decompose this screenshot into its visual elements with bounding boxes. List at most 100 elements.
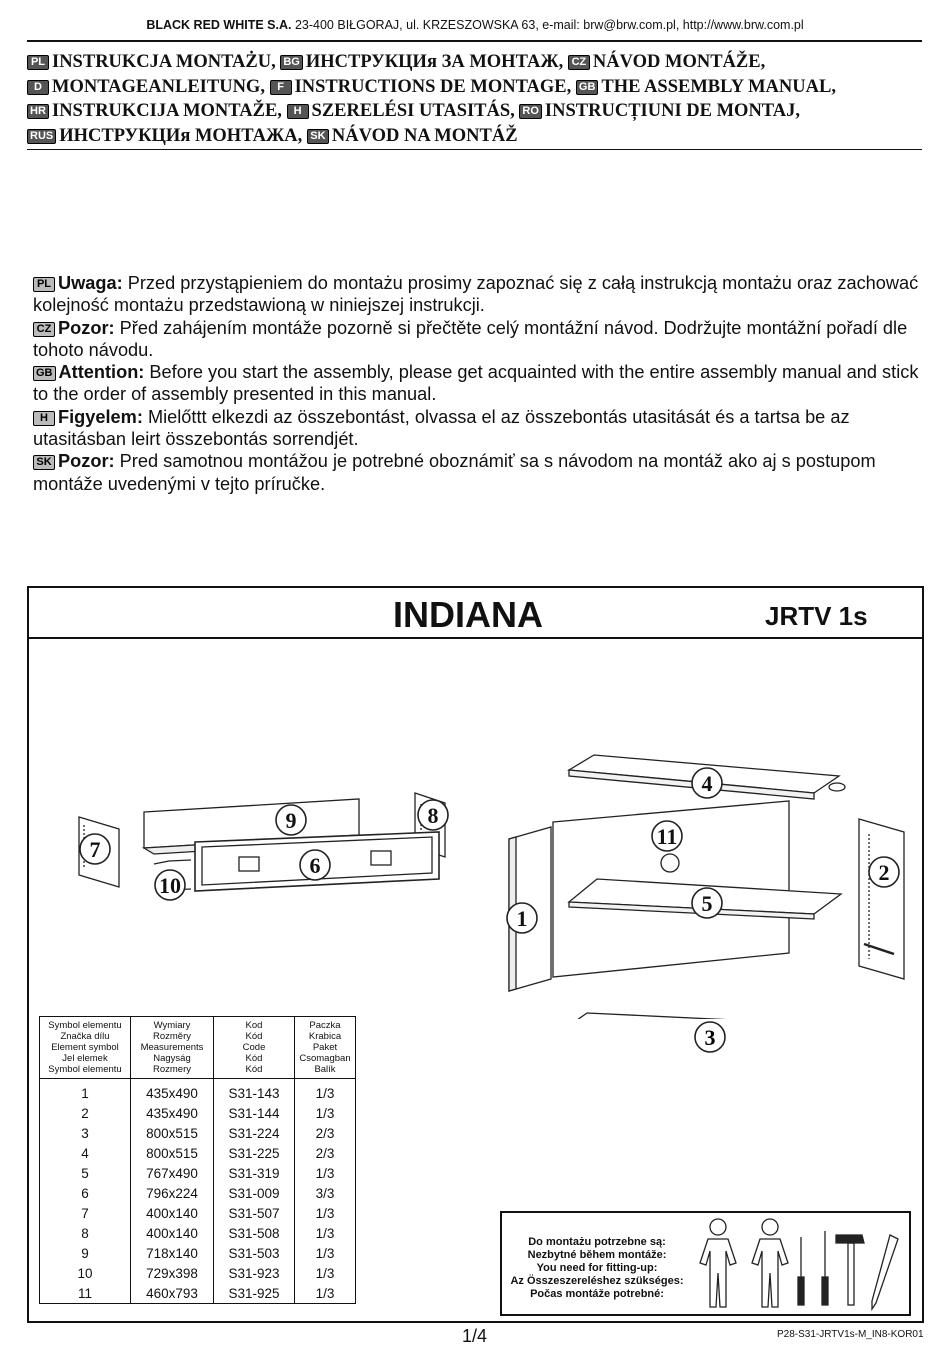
callout-labels: 1 2 4 5 6 7 8 9 10 11	[90, 771, 890, 931]
top-rule	[27, 40, 922, 42]
title-text: ИНСТРУКЦИя ЗА МОНТАЖ,	[305, 52, 564, 72]
company-header: BLACK RED WHITE S.A. 23-400 BIŁGORAJ, ul…	[0, 18, 950, 32]
callout-label: 3	[705, 1025, 716, 1050]
callout-3: 3	[694, 1021, 726, 1053]
tools-line: Počas montáže potrebné:	[530, 1288, 664, 1300]
note-label: Pozor:	[58, 317, 115, 338]
parts-table: Symbol elementu Značka dílu Element symb…	[39, 1016, 356, 1304]
callout-6	[299, 849, 331, 881]
table-cell: 11	[39, 1283, 131, 1304]
table-cell: 1/3	[294, 1103, 356, 1123]
title-text: THE ASSEMBLY MANUAL,	[601, 76, 836, 97]
column-header: Paczka Krabica Paket Csomagban Balík	[294, 1016, 356, 1079]
callout-label: 9	[286, 808, 297, 833]
table-cell: 400x140	[130, 1223, 214, 1243]
title-text: INSTRUKCIJA MONTAŽE,	[52, 101, 282, 121]
table-cell: 1/3	[294, 1243, 356, 1263]
callout-7	[79, 833, 111, 865]
lang-flag: GB	[33, 366, 56, 382]
table-cell: 800x515	[130, 1143, 214, 1163]
note-text: Pred samotnou montážou je potrebné obozn…	[33, 451, 876, 494]
lang-flag: H	[33, 410, 55, 426]
callout-2	[868, 856, 900, 888]
note-text: Před zahájením montáže pozorně si přečtě…	[33, 317, 908, 360]
lang-flag: SK	[306, 128, 329, 144]
lang-flag: CZ	[567, 55, 590, 70]
table-cell: 8	[39, 1223, 131, 1243]
table-cell: 729x398	[130, 1263, 214, 1283]
person-icon	[699, 1218, 737, 1308]
lang-flag: D	[27, 79, 49, 95]
header-text: Wymiary Rozměry Measurements Nagyság Roz…	[140, 1020, 204, 1075]
table-cell: 2/3	[294, 1123, 356, 1143]
note-label: Pozor:	[58, 451, 115, 472]
table-cell: 460x793	[130, 1283, 214, 1304]
lang-flag: PL	[33, 277, 55, 292]
note-text: Przed przystąpieniem do montażu prosimy …	[33, 273, 919, 316]
title-text: NÁVOD MONTÁŽE,	[592, 52, 766, 72]
callout-label: 5	[702, 891, 713, 916]
part-callouts	[79, 767, 900, 934]
note-label: Figyelem:	[58, 406, 143, 427]
callout-5	[691, 887, 723, 919]
callout-10	[154, 869, 186, 901]
product-header: INDIANA JRTV 1s	[29, 588, 922, 639]
table-cell: 1/3	[294, 1283, 356, 1304]
table-cell: 6	[39, 1183, 131, 1203]
table-cell: 400x140	[130, 1203, 214, 1223]
lang-flag: GB	[575, 79, 599, 95]
product-frame: INDIANA JRTV 1s	[27, 586, 924, 1323]
callout-label: 4	[702, 771, 713, 796]
hammer-icon	[835, 1234, 865, 1306]
table-cell: S31-507	[213, 1203, 295, 1223]
screwdriver-icon	[821, 1231, 829, 1306]
part-3-drawing	[577, 1012, 727, 1019]
table-cell: S31-009	[213, 1183, 295, 1203]
tools-icons	[699, 1218, 899, 1311]
title-text: INSTRUCȚIUNI DE MONTAJ,	[544, 101, 801, 121]
table-cell: S31-319	[213, 1163, 295, 1183]
table-cell: 10	[39, 1263, 131, 1283]
callout-1	[506, 902, 538, 934]
header-text: Paczka Krabica Paket Csomagban Balík	[299, 1020, 351, 1075]
table-cell: 1/3	[294, 1263, 356, 1283]
table-cell: 718x140	[130, 1243, 214, 1263]
title-rule	[27, 149, 922, 150]
column-header: Symbol elementu Značka dílu Element symb…	[39, 1016, 131, 1079]
title-text: INSTRUKCJA MONTAŻU,	[52, 52, 276, 72]
table-cell: 2/3	[294, 1143, 356, 1163]
table-cell: S31-143	[213, 1078, 295, 1103]
title-text: NÁVOD NA MONTÁŽ	[331, 125, 518, 146]
callout-label: 7	[90, 837, 101, 862]
table-cell: 767x490	[130, 1163, 214, 1183]
tools-line: Az Összeszereléshez szükséges:	[510, 1275, 684, 1287]
table-cell: 1/3	[294, 1223, 356, 1243]
table-cell: S31-225	[213, 1143, 295, 1163]
table-cell: S31-503	[213, 1243, 295, 1263]
table-cell: 800x515	[130, 1123, 214, 1143]
pencil-icon	[871, 1234, 899, 1311]
table-cell: S31-144	[213, 1103, 295, 1123]
table-cell: 9	[39, 1243, 131, 1263]
table-cell: 3/3	[294, 1183, 356, 1203]
company-name: BLACK RED WHITE S.A.	[146, 18, 292, 32]
document-code: P28-S31-JRTV1s-M_IN8-KOR01	[777, 1329, 924, 1340]
page-number: 1/4	[462, 1326, 488, 1346]
table-cell: 3	[39, 1123, 131, 1143]
callout-label: 1	[517, 906, 528, 931]
lang-flag: BG	[280, 55, 303, 70]
note-text: Mielőttt elkezdi az összebontást, olvass…	[33, 406, 850, 450]
